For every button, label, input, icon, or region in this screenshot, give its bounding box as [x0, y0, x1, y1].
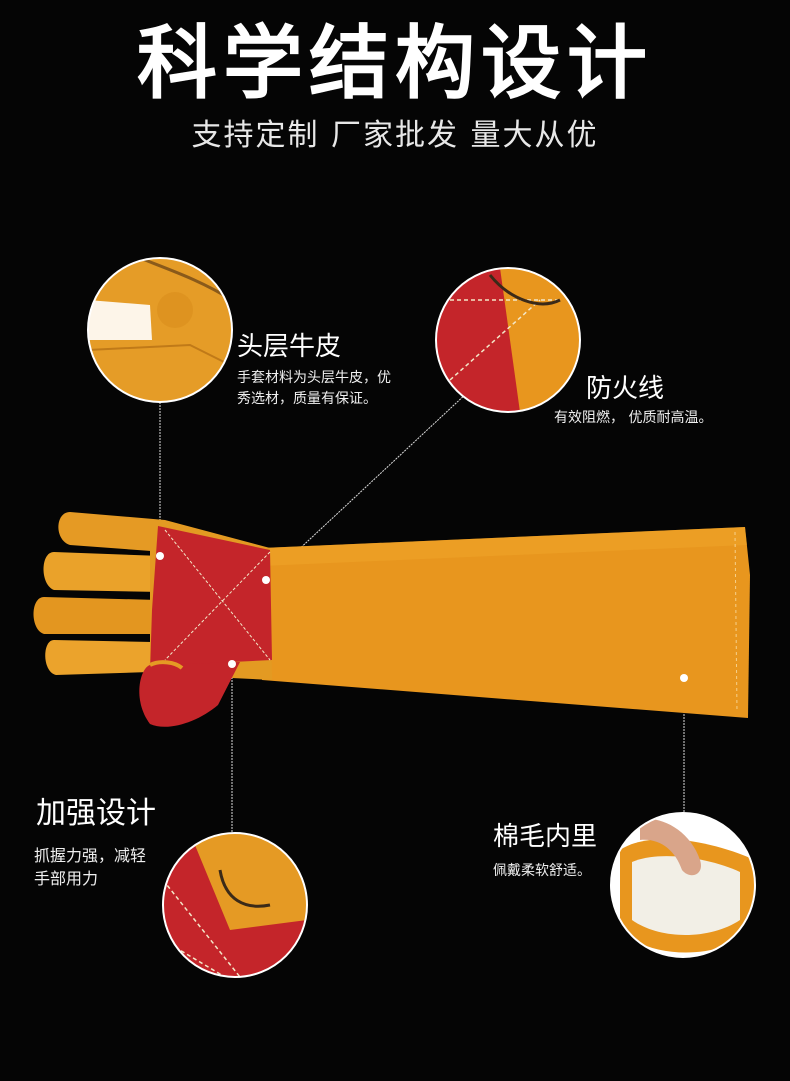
detail-circle-reinforced	[162, 832, 308, 978]
detail-circle-fireproof	[435, 267, 581, 413]
feature-reinforced-desc-1: 抓握力强，减轻	[34, 846, 147, 865]
detail-circle-lining	[610, 812, 756, 958]
feature-lining-desc-1: 佩戴柔软舒适。	[493, 863, 591, 879]
marker-dot-lining	[680, 674, 688, 682]
glove-finger-2	[43, 552, 162, 592]
marker-dot-fireproof	[262, 576, 270, 584]
glove-finger-3	[33, 597, 158, 634]
glove-thumb	[139, 662, 240, 727]
feature-cowhide-title: 头层牛皮	[237, 332, 342, 362]
glove	[33, 512, 750, 727]
main-title: 科学结构设计	[137, 17, 653, 110]
subtitle: 支持定制 厂家批发 量大从优	[191, 118, 599, 153]
feature-fireproof-title: 防火线	[586, 374, 665, 404]
feature-lining-title: 棉毛内里	[493, 822, 598, 852]
marker-dot-cowhide	[156, 552, 164, 560]
detail-circle-cowhide	[87, 257, 233, 403]
glove-red-patch	[150, 526, 272, 672]
glove-sleeve	[262, 527, 750, 718]
feature-reinforced-title: 加强设计	[36, 796, 156, 831]
feature-reinforced-desc-2: 手部用力	[34, 869, 99, 888]
feature-cowhide-desc-2: 秀选材，质量有保证。	[237, 391, 377, 407]
marker-dot-reinforced	[228, 660, 236, 668]
glove-finger-4	[45, 640, 152, 675]
glove-finger-top	[58, 512, 165, 552]
feature-cowhide-desc-1: 手套材料为头层牛皮，优	[237, 370, 391, 386]
feature-fireproof-desc-1: 有效阻燃， 优质耐高温。	[554, 410, 713, 426]
